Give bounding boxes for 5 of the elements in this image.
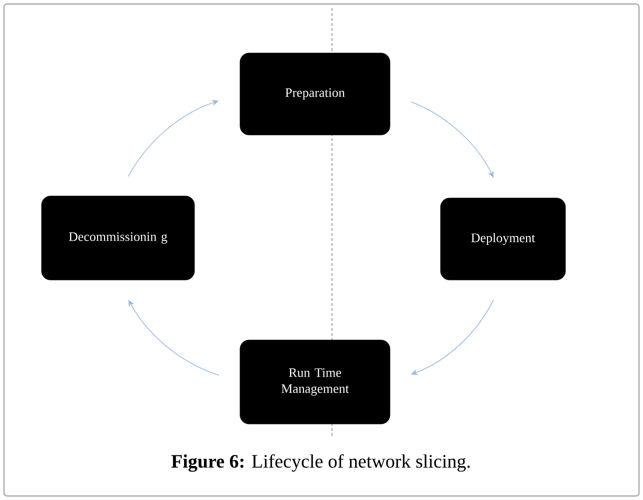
figure-caption: Figure 6: Lifecycle of network slicing. [171,454,470,472]
process-box: Run Time Management [240,340,390,424]
process-box: Deployment [440,198,566,280]
process-box: Preparation [240,52,390,136]
process-box: Decommissionin g [41,196,195,280]
